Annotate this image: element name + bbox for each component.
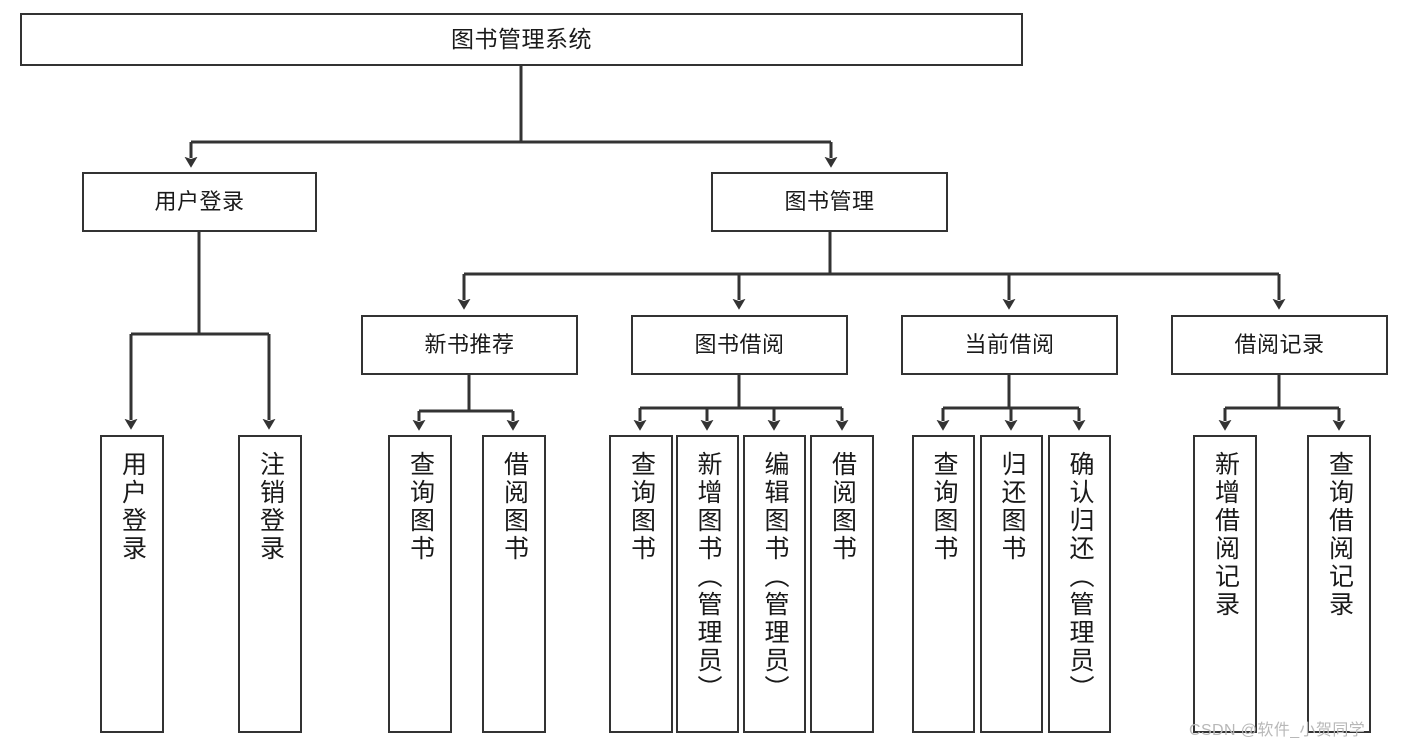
leaf-borrow-book-new-label: 借阅图书 [500,451,529,563]
leaf-logout[interactable]: 注销登录 [238,435,302,733]
leaf-add-borrow-record[interactable]: 新增借阅记录 [1193,435,1257,733]
leaf-query-book-borrow[interactable]: 查询图书 [609,435,673,733]
node-borrow-records[interactable]: 借阅记录 [1171,315,1388,375]
leaf-user-login[interactable]: 用户登录 [100,435,164,733]
node-user-login-label: 用户登录 [154,188,245,214]
leaf-return-book-label: 归还图书 [998,451,1026,563]
leaf-logout-label: 注销登录 [256,451,285,563]
leaf-edit-book-admin-label: 编辑图书（管理员） [761,451,789,703]
leaf-return-book[interactable]: 归还图书 [980,435,1043,733]
leaf-borrow-book[interactable]: 借阅图书 [810,435,874,733]
leaf-query-book-current[interactable]: 查询图书 [912,435,975,733]
node-borrow-records-label: 借阅记录 [1234,331,1325,357]
leaf-confirm-return-admin-label: 确认归还（管理员） [1066,451,1094,703]
leaf-edit-book-admin[interactable]: 编辑图书（管理员） [743,435,806,733]
leaf-add-book-admin[interactable]: 新增图书（管理员） [676,435,739,733]
node-book-borrow[interactable]: 图书借阅 [631,315,848,375]
leaf-confirm-return-admin[interactable]: 确认归还（管理员） [1048,435,1111,733]
node-current-borrow[interactable]: 当前借阅 [901,315,1118,375]
leaf-query-book-new[interactable]: 查询图书 [388,435,452,733]
leaf-add-borrow-record-label: 新增借阅记录 [1211,451,1240,619]
node-root[interactable]: 图书管理系统 [20,13,1023,66]
node-book-management-label: 图书管理 [784,188,875,214]
leaf-query-borrow-record[interactable]: 查询借阅记录 [1307,435,1371,733]
node-book-borrow-label: 图书借阅 [694,331,785,357]
node-book-management[interactable]: 图书管理 [711,172,948,232]
leaf-add-book-admin-label: 新增图书（管理员） [694,451,722,703]
leaf-query-book-new-label: 查询图书 [406,451,435,563]
node-current-borrow-label: 当前借阅 [964,331,1055,357]
node-user-login[interactable]: 用户登录 [82,172,317,232]
node-new-book-recommend[interactable]: 新书推荐 [361,315,578,375]
leaf-user-login-label: 用户登录 [118,451,147,563]
leaf-borrow-book-label: 借阅图书 [828,451,857,563]
node-root-label: 图书管理系统 [451,25,592,52]
leaf-query-book-current-label: 查询图书 [930,451,958,563]
leaf-query-borrow-record-label: 查询借阅记录 [1325,451,1354,619]
leaf-borrow-book-new[interactable]: 借阅图书 [482,435,546,733]
leaf-query-book-borrow-label: 查询图书 [627,451,656,563]
watermark: CSDN @软件_小贺同学 [1189,722,1366,739]
node-new-book-recommend-label: 新书推荐 [424,331,515,357]
